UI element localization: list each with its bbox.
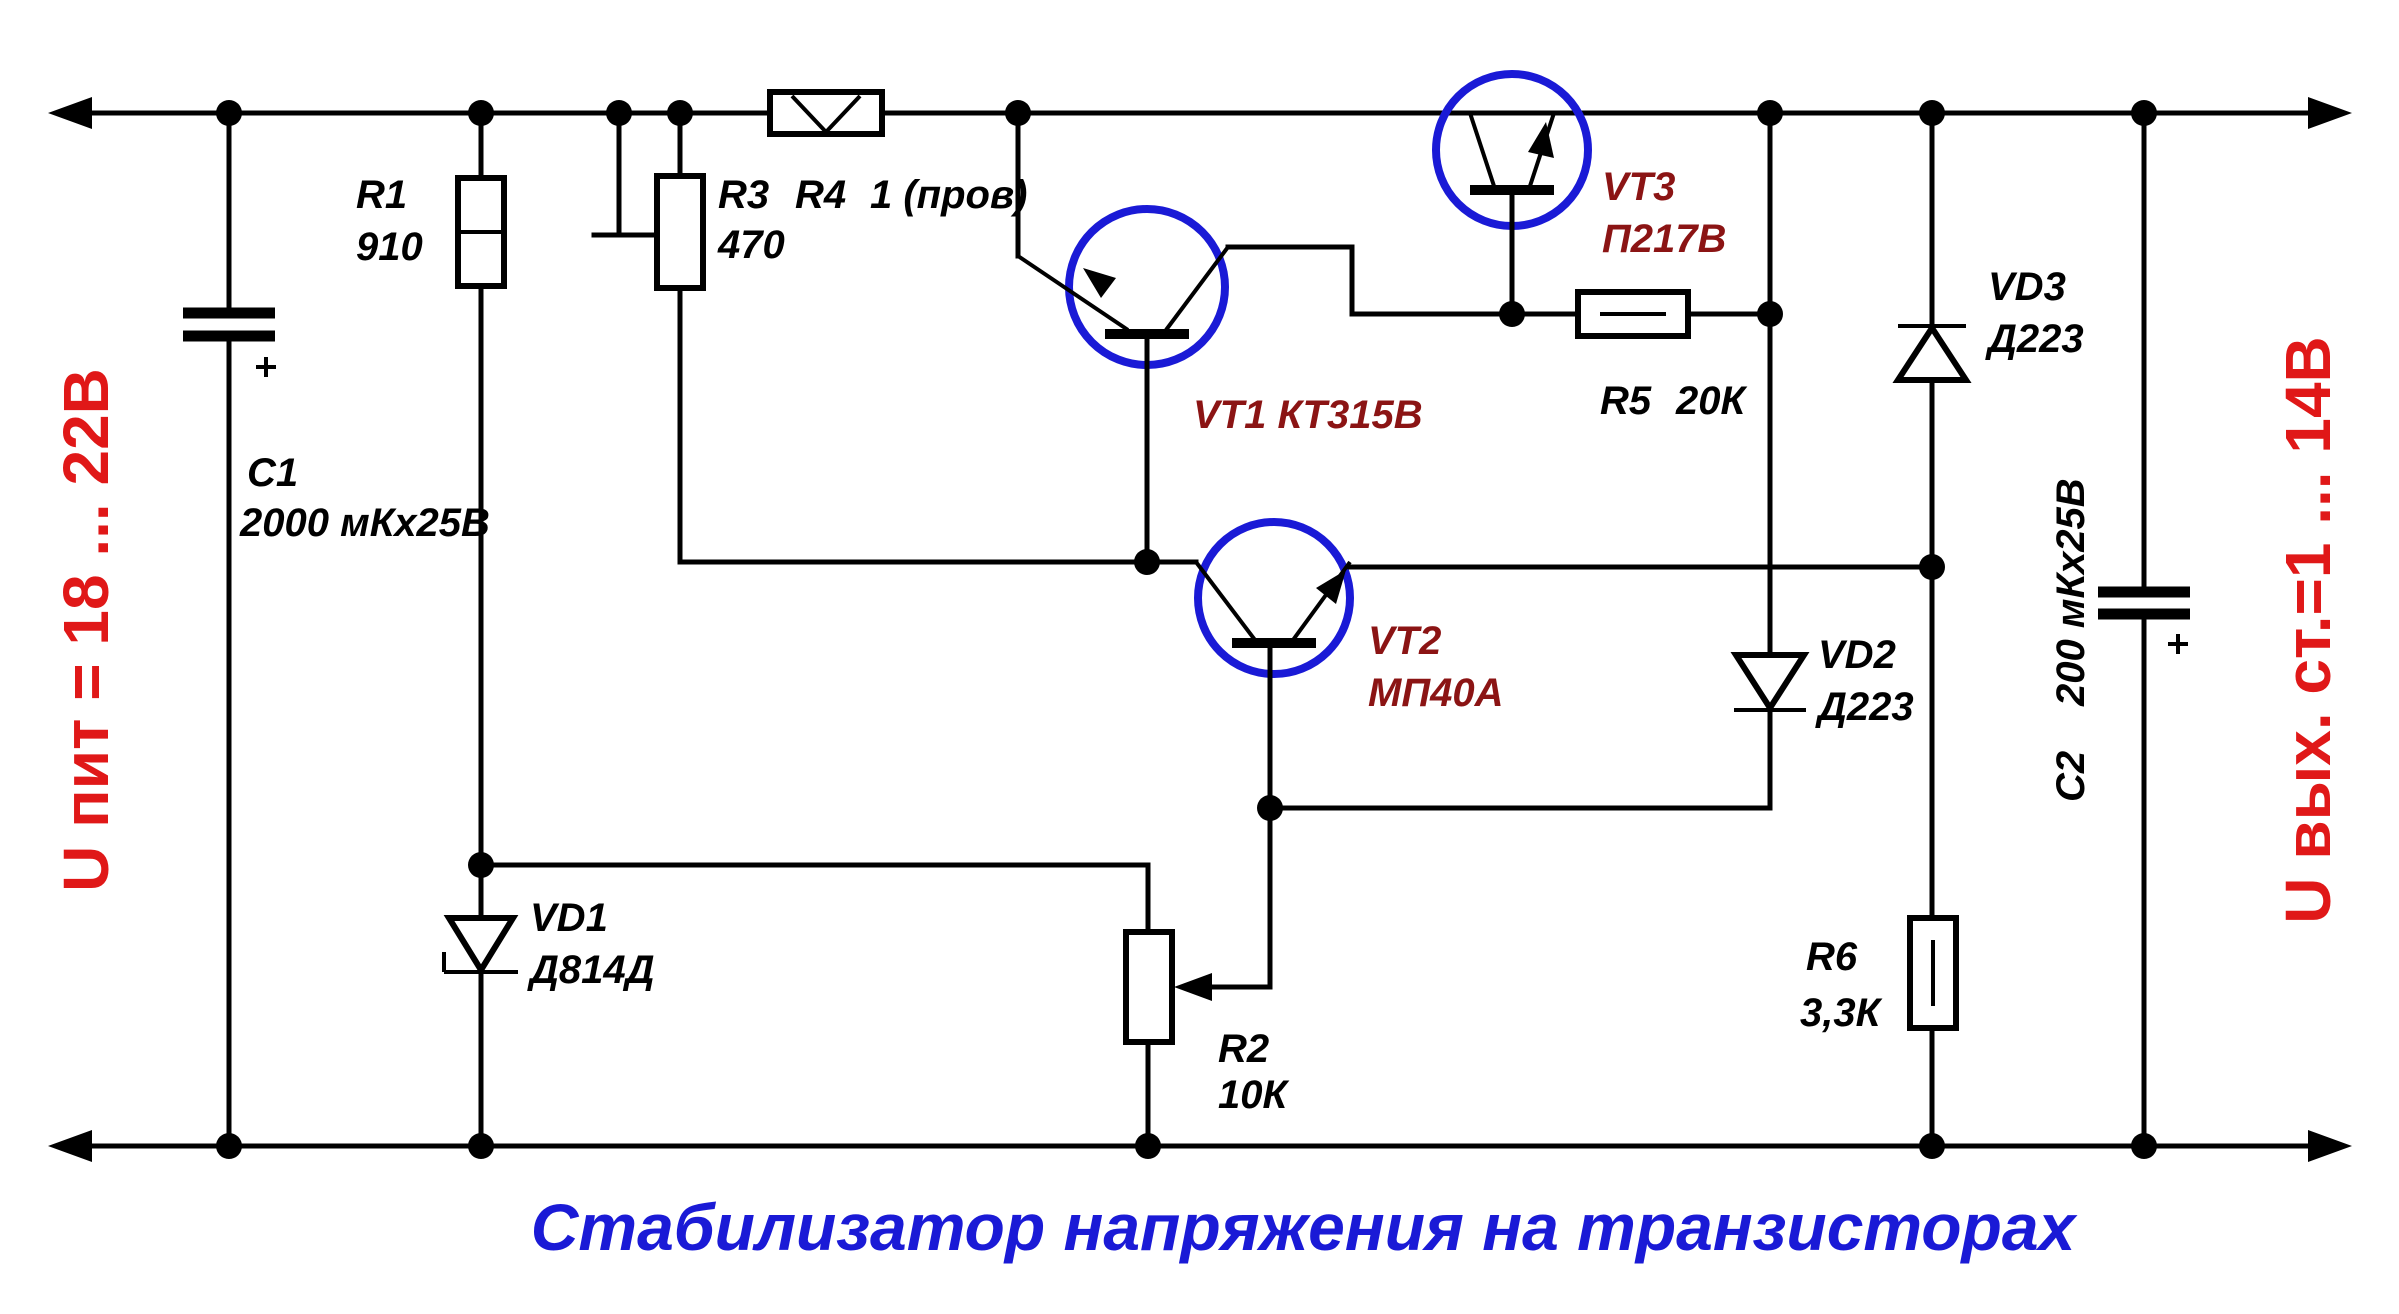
vd3-value: Д223 — [1985, 317, 2084, 361]
vd1-value: Д814Д — [527, 948, 655, 992]
r5-name: R5 — [1600, 379, 1652, 423]
junction-dots — [216, 100, 2157, 1159]
transistor-vt2 — [677, 518, 1935, 811]
vt3-name: VT3 — [1602, 165, 1675, 209]
positive-rail — [48, 97, 2352, 129]
r1-value: 910 — [356, 225, 423, 269]
r2-name: R2 — [1218, 1027, 1269, 1071]
transistor-vt3 — [1432, 70, 1592, 317]
potentiometer-r2 — [1123, 805, 1273, 1149]
trimmer-r3 — [591, 110, 706, 565]
ground-rail — [48, 1130, 2352, 1162]
vd3-name: VD3 — [1988, 265, 2066, 309]
resistor-r5 — [1575, 289, 1773, 339]
diode-vd2 — [1267, 110, 1810, 811]
vd2-name: VD2 — [1818, 633, 1896, 677]
vt2-value: МП40А — [1368, 671, 1503, 715]
r5-value: 20К — [1675, 379, 1747, 423]
transistor-vt1 — [1015, 110, 1355, 565]
output-voltage-label: U вых. ст.=1 ... 14В — [2272, 336, 2344, 924]
zener-diode-vd1 — [442, 862, 519, 1149]
vd1-name: VD1 — [530, 896, 608, 940]
r1-name: R1 — [356, 173, 407, 217]
input-voltage-label: U пит = 18 ... 22В — [50, 368, 122, 892]
resistor-r4 — [767, 89, 885, 137]
vt1-label: VT1 КТ315В — [1193, 393, 1423, 437]
r6-value: 3,3К — [1800, 991, 1883, 1035]
r4-value: 1 (пров) — [870, 173, 1027, 217]
diagram-title: Стабилизатор напряжения на транзисторах — [531, 1190, 2078, 1264]
c1-value: 2000 мКх25В — [239, 501, 490, 545]
capacitor-c1 — [183, 110, 276, 1149]
r6-name: R6 — [1806, 935, 1858, 979]
vd2-value: Д223 — [1815, 685, 1914, 729]
c2-name: C2 — [2049, 751, 2093, 802]
vt2-name: VT2 — [1368, 619, 1441, 663]
r3-name: R3 — [718, 173, 769, 217]
diode-vd3 — [1892, 110, 1972, 921]
c1-name: C1 — [247, 451, 298, 495]
c2-value: 200 мКх25В — [2049, 478, 2093, 707]
r4-name: R4 — [795, 173, 846, 217]
resistor-r1 — [455, 110, 507, 901]
r2-value: 10К — [1218, 1073, 1289, 1117]
vt3-value: П217В — [1602, 217, 1726, 261]
r3-value: 470 — [717, 223, 785, 267]
capacitor-c2 — [2098, 110, 2190, 1149]
resistor-r6 — [1907, 915, 1959, 1149]
